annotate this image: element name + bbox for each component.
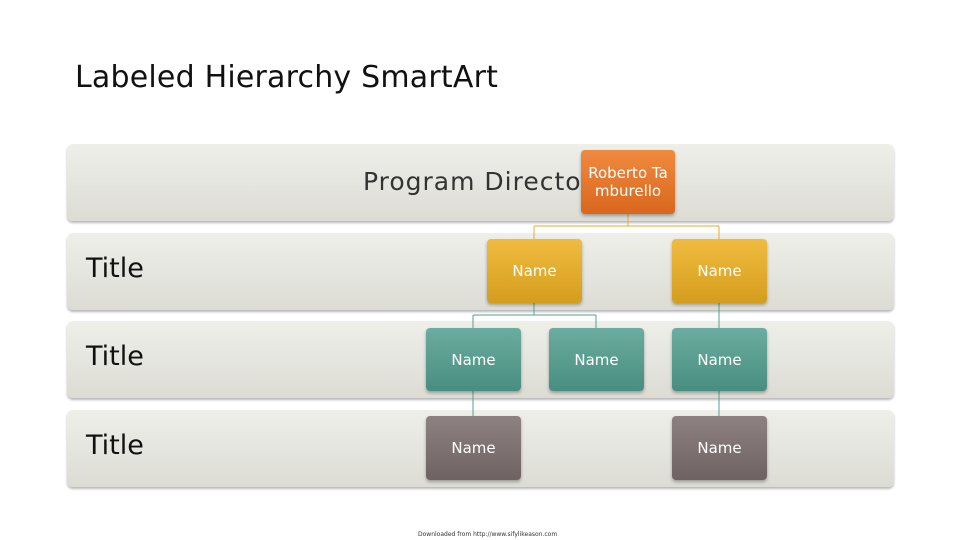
band-label-1: Title <box>86 253 144 284</box>
node-level2-left-label: Name <box>451 350 496 369</box>
node-top-label: Roberto Tamburello <box>588 164 668 200</box>
node-level2-middle-label: Name <box>574 350 619 369</box>
band-label-3: Title <box>86 430 144 461</box>
node-level1-left-label: Name <box>512 262 557 280</box>
connector-top-to-level1 <box>533 214 720 239</box>
node-level1-left[interactable]: Name <box>487 239 582 303</box>
connector-level1-left-to-level2 <box>472 303 597 328</box>
node-level2-middle[interactable]: Name <box>549 328 644 391</box>
node-level2-right-label: Name <box>697 350 742 369</box>
connectors-lower <box>472 303 720 416</box>
node-level3-left[interactable]: Name <box>426 416 521 480</box>
node-level1-right[interactable]: Name <box>672 239 767 303</box>
slide-title: Labeled Hierarchy SmartArt <box>75 60 499 95</box>
band-program-director: Program Director <box>67 144 894 221</box>
band-label-2: Title <box>86 341 144 372</box>
node-level3-left-label: Name <box>451 439 496 457</box>
node-level1-right-label: Name <box>697 262 742 280</box>
band-label-program-director: Program Director <box>363 167 593 196</box>
node-level3-right[interactable]: Name <box>672 416 767 480</box>
footer-download-text: Downloaded from http://www.sifylikeason.… <box>418 531 558 538</box>
connectors-top <box>533 214 720 239</box>
node-level3-right-label: Name <box>697 439 742 457</box>
node-level2-right[interactable]: Name <box>672 328 767 391</box>
node-top-roberto-tamburello[interactable]: Roberto Tamburello <box>581 150 675 214</box>
node-level2-left[interactable]: Name <box>426 328 521 391</box>
